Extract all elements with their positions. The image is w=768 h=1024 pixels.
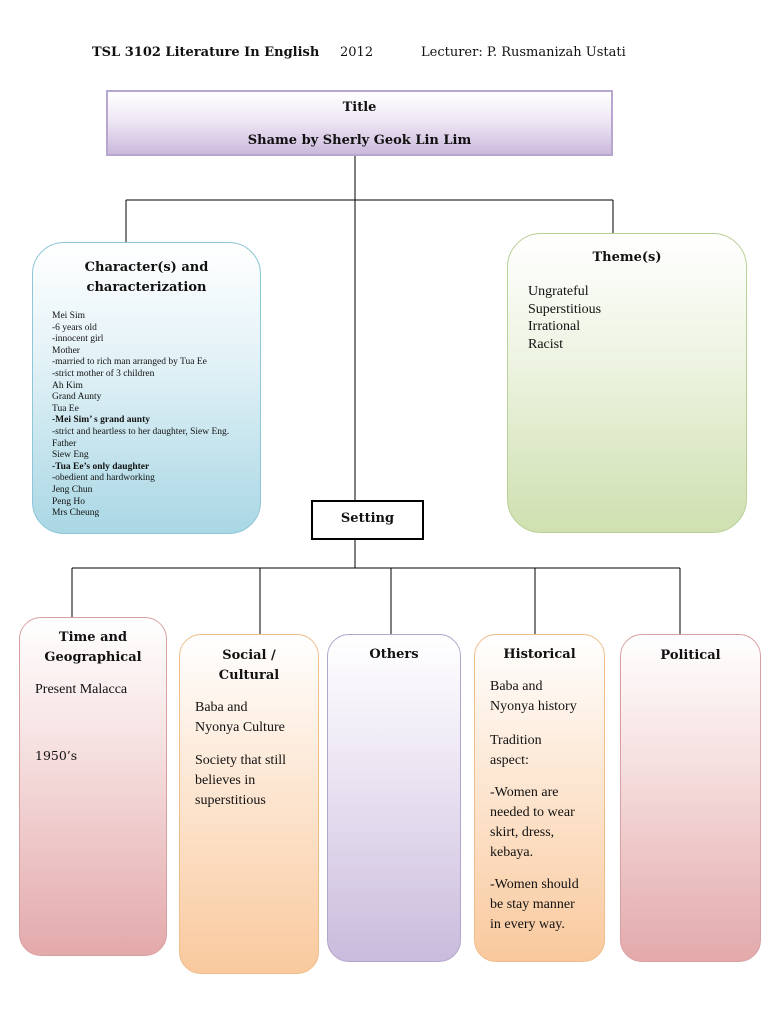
themes-title: Theme(s) [592, 250, 662, 265]
text-line: Nyonya Culture [195, 720, 285, 735]
course-year: 2012 [340, 45, 374, 60]
text-line: aspect: [490, 753, 529, 768]
list-item: Father [52, 438, 77, 449]
title-value: Shame by Sherly Geok Lin Lim [247, 133, 472, 148]
time-geographical-box: Time and Geographical Present Malacca 19… [19, 617, 167, 956]
list-item: Racist [528, 336, 563, 352]
list-item: -Tua Ee’s only daughter [52, 461, 150, 472]
others-box: Others [327, 634, 461, 962]
list-item: Mrs Cheung [52, 508, 100, 519]
text-line: needed to wear [490, 805, 575, 820]
text-line: superstitious [195, 793, 266, 808]
social-cultural-box: Social / Cultural Baba and Nyonya Cultur… [179, 634, 319, 974]
list-item: Grand Aunty [52, 392, 102, 403]
text-line: in every way. [490, 917, 565, 932]
historical-box: Historical Baba and Nyonya history Tradi… [474, 634, 605, 962]
list-item: -6 years old [52, 322, 97, 333]
list-item: Siew Eng [52, 450, 89, 461]
time-place-text: Present Malacca [35, 682, 128, 697]
historical-paragraph-3: -Women are needed to wear skirt, dress, … [490, 783, 575, 863]
political-title: Political [660, 648, 721, 663]
text-line: Society that still [195, 753, 286, 768]
characters-title: Character(s) and characterization [33, 258, 260, 298]
characters-title-line: characterization [86, 280, 207, 295]
list-item: Tua Ee [52, 403, 79, 414]
text-line: -Women are [490, 785, 559, 800]
themes-box: Theme(s) Ungrateful Superstitious Irrati… [507, 233, 747, 533]
historical-title: Historical [503, 647, 576, 662]
time-period-text: 1950’s [35, 748, 78, 763]
social-paragraph-1: Baba and Nyonya Culture [195, 698, 285, 738]
list-item: Ungrateful [528, 284, 589, 299]
text-line: Tradition [490, 733, 542, 748]
box-title-line: Geographical [44, 650, 142, 665]
others-title: Others [369, 647, 419, 662]
list-item: Ah Kim [52, 380, 83, 391]
political-box: Political [620, 634, 761, 962]
text-line: -Women should [490, 877, 579, 892]
list-item: -innocent girl [52, 334, 104, 345]
lecturer-name: Lecturer: P. Rusmanizah Ustati [421, 45, 626, 60]
setting-box: Setting [311, 500, 424, 540]
text-line: kebaya. [490, 845, 534, 860]
list-item: Mei Sim [52, 311, 85, 321]
list-item: Irrational [528, 319, 581, 334]
text-line: Baba and [490, 679, 543, 694]
text-line: be stay manner [490, 897, 575, 912]
historical-paragraph-2: Tradition aspect: [490, 731, 542, 771]
list-item: -obedient and hardworking [52, 473, 155, 484]
list-item: -married to rich man arranged by Tua Ee [52, 357, 207, 368]
list-item: -strict and heartless to her daughter, S… [52, 426, 230, 437]
characters-box: Character(s) and characterization Mei Si… [32, 242, 261, 534]
title-box: Title Shame by Sherly Geok Lin Lim [106, 90, 613, 156]
text-line: Baba and [195, 700, 248, 715]
characters-list: Mei Sim -6 years old -innocent girl Moth… [52, 311, 254, 520]
list-item: Peng Ho [52, 496, 85, 507]
text-line: skirt, dress, [490, 825, 555, 840]
box-title-line: Social / [222, 648, 276, 663]
list-item: Superstitious [528, 301, 602, 317]
course-title: TSL 3102 Literature In English [92, 45, 320, 60]
historical-paragraph-1: Baba and Nyonya history [490, 677, 577, 717]
text-line: believes in [195, 773, 256, 788]
box-title-line: Cultural [218, 668, 280, 683]
box-title-line: Time and [58, 630, 128, 645]
title-label: Title [342, 100, 377, 115]
list-item: -Mei Sim’ s grand aunty [52, 415, 150, 426]
list-item: -strict mother of 3 children [52, 368, 155, 379]
list-item: Jeng Chun [52, 484, 93, 495]
characters-title-line: Character(s) and [84, 260, 209, 275]
list-item: Mother [52, 345, 80, 356]
social-cultural-title: Social / Cultural [180, 646, 318, 686]
text-line: Nyonya history [490, 699, 577, 714]
time-geographical-title: Time and Geographical [20, 628, 166, 668]
themes-list: Ungrateful Superstitious Irrational Raci… [528, 283, 601, 353]
historical-paragraph-4: -Women should be stay manner in every wa… [490, 875, 579, 935]
social-paragraph-2: Society that still believes in superstit… [195, 751, 286, 811]
